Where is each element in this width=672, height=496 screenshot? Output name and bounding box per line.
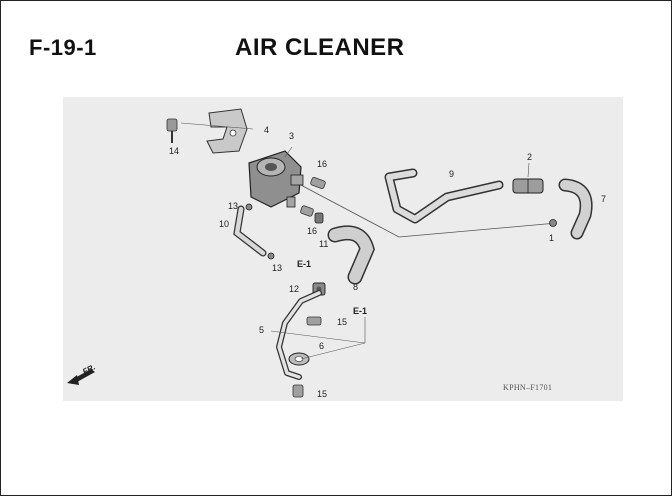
part-13-clip [267,252,275,260]
callout-15a: 15 [337,317,347,327]
callout-11: 11 [319,239,328,249]
callout-16a: 16 [317,159,327,169]
reference-e1: E-1 [353,306,367,316]
callout-1: 1 [549,233,554,243]
callout-9: 9 [449,169,454,179]
part-15-bolt [306,316,322,326]
part-15-bolt [292,384,304,398]
leader-line [398,222,558,238]
part-10-tube [233,205,267,257]
front-arrow-icon [67,369,95,385]
callout-6: 6 [319,341,324,351]
diagram-background [63,97,623,401]
callout-12: 12 [289,284,299,294]
leader-line [270,330,366,344]
callout-13a: 13 [228,201,238,211]
part-3-valve-assembly [248,146,304,208]
reference-e1: E-1 [297,259,311,269]
part-6-gasket [288,352,310,366]
part-4-bracket [180,108,254,154]
callout-15b: 15 [317,389,327,399]
part-14-bolt [166,118,178,143]
callout-10: 10 [219,219,229,229]
section-code: F-19-1 [29,35,97,60]
callout-4: 4 [264,125,269,135]
part-16-bolt [300,177,326,217]
part-2-filter [512,162,544,194]
page-title: AIR CLEANER [235,34,405,61]
part-9-tube [384,168,504,224]
callout-14: 14 [169,146,179,156]
callout-8: 8 [353,282,358,292]
callout-3: 3 [289,131,294,141]
leader-line [296,182,400,238]
part-11-clip [314,212,324,224]
part-5-pipe [276,290,322,380]
callout-13b: 13 [272,263,282,273]
catalog-code: KPHN–F1701 [503,383,552,392]
callout-7: 7 [601,194,606,204]
part-1-clip [549,219,557,227]
callout-5: 5 [259,325,264,335]
leader-line [300,342,366,360]
part-13-clip [245,203,253,211]
callout-16b: 16 [307,226,317,236]
part-8-hose [327,225,375,285]
part-7-hose [558,178,593,240]
callout-2: 2 [527,152,532,162]
